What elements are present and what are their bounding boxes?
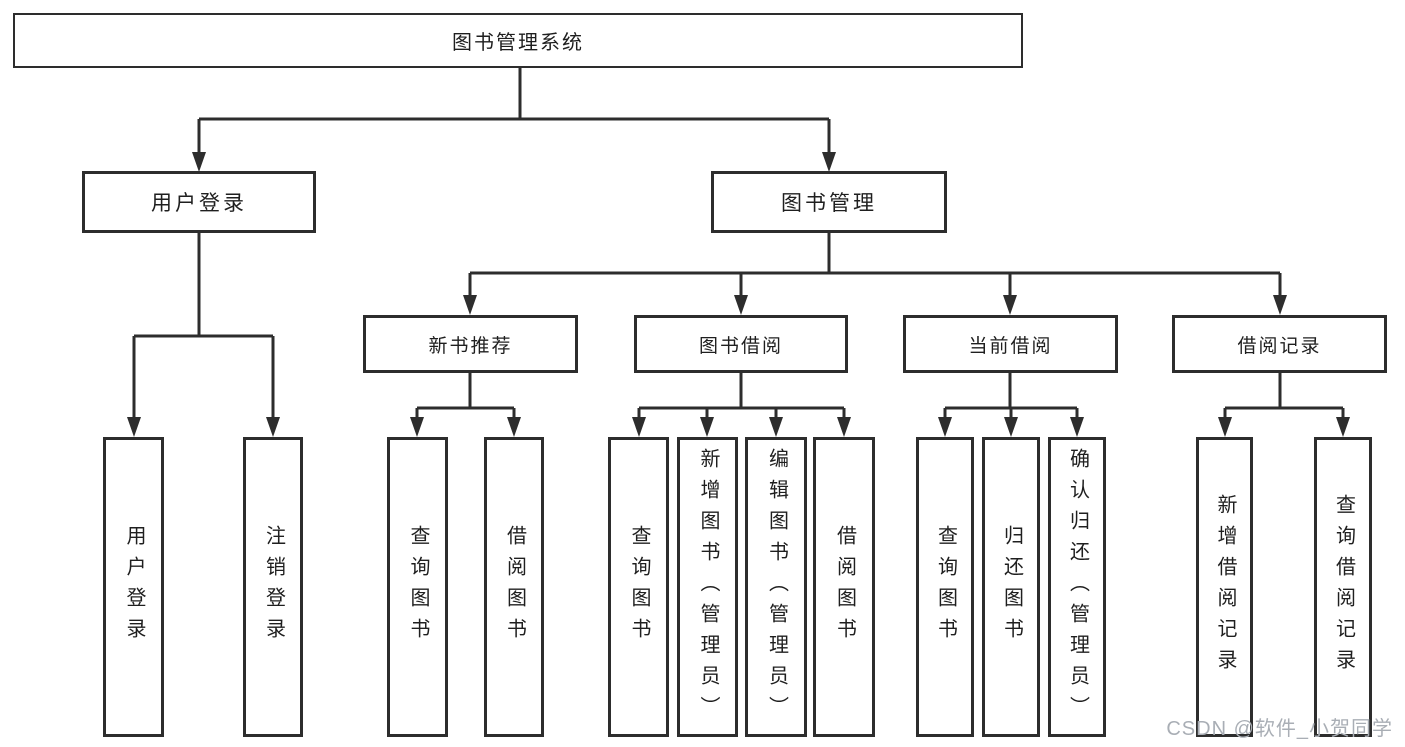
leaf-add-borrow-record: 新增借阅记录 [1196, 437, 1253, 737]
leaf-confirm-return-admin: 确认归还（管理员） [1048, 437, 1106, 737]
leaf-borrow-books-borrow-label: 借阅图书 [833, 525, 856, 649]
node-book-management: 图书管理 [711, 171, 947, 233]
leaf-query-books-current: 查询图书 [916, 437, 974, 737]
connector-root [192, 68, 836, 172]
leaf-borrow-books-borrow: 借阅图书 [813, 437, 875, 737]
connector-book-management [463, 233, 1287, 315]
leaf-return-books: 归还图书 [982, 437, 1040, 737]
node-current-borrow: 当前借阅 [903, 315, 1118, 373]
leaf-add-book-admin: 新增图书（管理员） [677, 437, 738, 737]
leaf-edit-book-admin: 编辑图书（管理员） [745, 437, 807, 737]
node-library-management-system: 图书管理系统 [13, 13, 1023, 68]
leaf-user-login: 用户登录 [103, 437, 164, 737]
node-user-login: 用户登录 [82, 171, 316, 233]
connector-borrow-records [1218, 373, 1350, 437]
leaf-query-books-recommend: 查询图书 [387, 437, 448, 737]
leaf-borrow-books-recommend: 借阅图书 [484, 437, 544, 737]
leaf-query-borrow-record: 查询借阅记录 [1314, 437, 1372, 737]
leaf-query-books-borrow-label: 查询图书 [628, 525, 650, 649]
leaf-query-books-current-label: 查询图书 [934, 525, 957, 649]
leaf-query-books-recommend-label: 查询图书 [407, 525, 429, 649]
leaf-borrow-books-recommend-label: 借阅图书 [503, 525, 526, 649]
connector-user-login [127, 233, 280, 437]
leaf-add-borrow-record-label: 新增借阅记录 [1214, 494, 1236, 680]
leaf-return-books-label: 归还图书 [1000, 525, 1023, 649]
connector-current-borrow [938, 373, 1084, 437]
leaf-logout-label: 注销登录 [262, 525, 285, 649]
leaf-edit-book-admin-label: 编辑图书（管理员） [765, 447, 788, 727]
node-new-book-recommend: 新书推荐 [363, 315, 578, 373]
csdn-watermark: CSDN @软件_小贺同学 [1166, 718, 1393, 740]
connector-new-book [410, 373, 521, 437]
leaf-confirm-return-admin-label: 确认归还（管理员） [1066, 447, 1089, 727]
leaf-logout: 注销登录 [243, 437, 303, 737]
leaf-user-login-label: 用户登录 [123, 525, 145, 649]
leaf-query-borrow-record-label: 查询借阅记录 [1332, 494, 1355, 680]
leaf-add-book-admin-label: 新增图书（管理员） [697, 447, 719, 727]
node-book-borrow: 图书借阅 [634, 315, 848, 373]
leaf-query-books-borrow: 查询图书 [608, 437, 669, 737]
node-borrow-records: 借阅记录 [1172, 315, 1387, 373]
connector-book-borrow [632, 373, 851, 437]
